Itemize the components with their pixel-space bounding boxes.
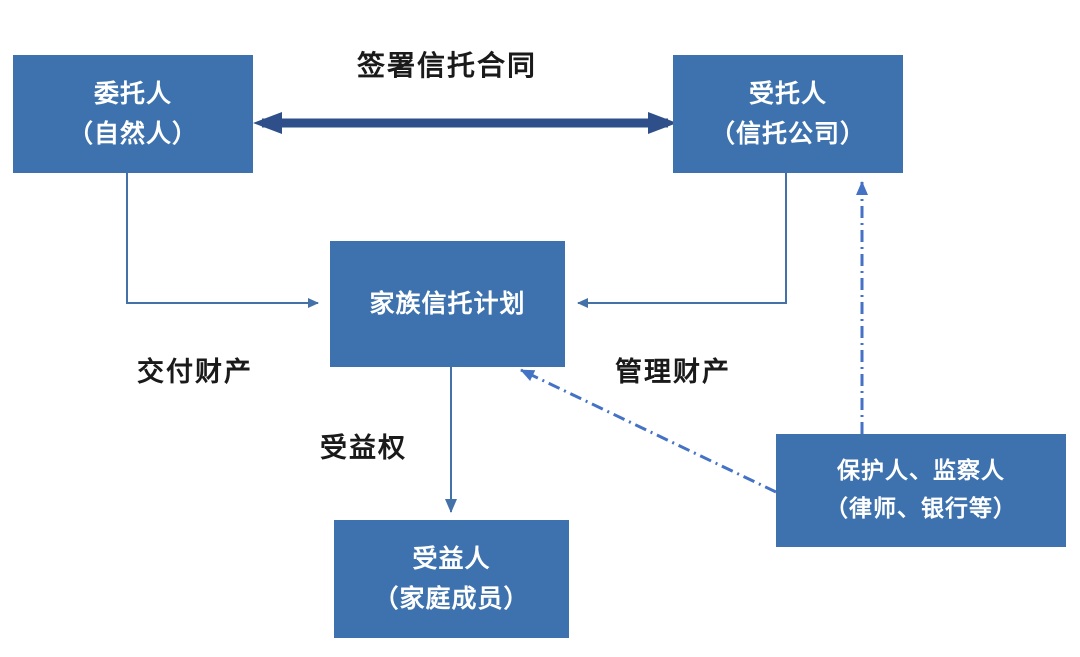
edge-label-manage-assets: 管理财产 [615, 357, 731, 388]
node-beneficiary-line2: （家庭成员） [373, 584, 530, 613]
node-settlor-line1: 委托人 [93, 78, 172, 108]
edge-label-deliver-assets: 交付财产 [137, 357, 253, 388]
edge-sign-contract [253, 112, 677, 134]
edge-label-sign-contract: 签署信托合同 [357, 49, 538, 82]
node-family-trust-plan[interactable]: 家族信托计划 [330, 241, 565, 367]
node-beneficiary-line1: 受益人 [412, 543, 491, 573]
node-beneficiary[interactable]: 受益人 （家庭成员） [334, 520, 569, 638]
node-settlor[interactable]: 委托人 （自然人） [13, 55, 253, 173]
edge-deliver-assets [126, 173, 319, 308]
edge-manage-assets [577, 173, 787, 308]
node-trustee-line1: 受托人 [748, 78, 827, 108]
node-protector-line2: （律师、银行等） [825, 495, 1017, 522]
edge-label-beneficial-right: 受益权 [320, 433, 407, 464]
node-protector-line1: 保护人、监察人 [837, 458, 1005, 485]
node-settlor-line2: （自然人） [67, 119, 198, 148]
node-trustee[interactable]: 受托人 （信托公司） [673, 55, 903, 173]
node-trustee-line2: （信托公司） [709, 119, 866, 148]
node-plan-line1: 家族信托计划 [369, 288, 526, 318]
node-protector[interactable]: 保护人、监察人 （律师、银行等） [776, 434, 1066, 547]
